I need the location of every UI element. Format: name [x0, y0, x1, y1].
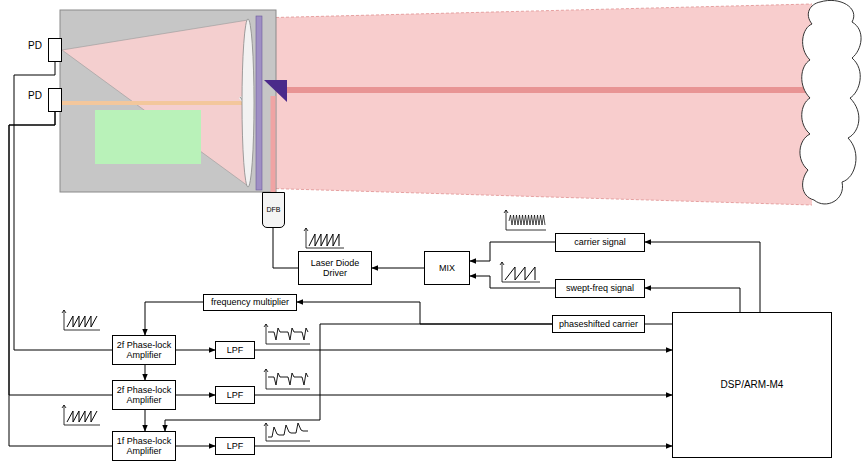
signal-wire	[145, 365, 146, 380]
cone-edge	[62, 50, 248, 186]
axes-icon	[504, 210, 546, 230]
signal-wire	[645, 288, 740, 312]
window-filter	[256, 16, 262, 190]
signal-wire	[145, 302, 203, 335]
reference-beam	[62, 101, 242, 105]
signal-wire	[297, 302, 552, 324]
photodiode: PD	[48, 88, 62, 112]
prism-mirror	[264, 80, 287, 102]
photodiode: PD	[48, 38, 62, 62]
signal-wire	[645, 324, 672, 325]
node-label: PD	[28, 90, 42, 102]
amplifier-box: 2f Phase-lock Amplifier	[112, 335, 176, 365]
node-label: phaseshifted carrier	[559, 319, 638, 329]
node-label: LPF	[227, 345, 244, 355]
beam-edge	[256, 4, 812, 18]
signal-box: phaseshifted carrier	[552, 315, 645, 333]
signal-wire	[645, 242, 760, 312]
signal-wire	[176, 446, 215, 447]
filter-box: LPF	[215, 386, 255, 404]
signal-wire	[273, 228, 298, 268]
signal-wire	[255, 350, 672, 351]
reference-cell	[95, 110, 201, 164]
node-label: DSP/ARM-M4	[721, 379, 784, 391]
sawtooth-wave	[309, 234, 339, 246]
mixer-box: MIX	[424, 251, 470, 285]
laser-diode: DFB	[262, 192, 285, 228]
node-label: LPF	[227, 390, 244, 400]
laser-beam	[256, 4, 812, 205]
signal-wire	[176, 350, 215, 351]
signal-wire	[165, 324, 552, 431]
axes-icon	[500, 262, 540, 282]
collecting-lens	[242, 19, 254, 187]
axes-icon	[62, 310, 100, 330]
second-harmonic-wave	[268, 328, 308, 340]
signal-wire	[470, 242, 555, 261]
node-label: LPF	[227, 441, 244, 451]
laser-beam-vertical	[271, 96, 276, 194]
signal-wire	[9, 112, 112, 395]
signal-box: carrier signal	[555, 233, 645, 252]
axes-icon	[264, 423, 310, 441]
second-harmonic-wave	[268, 373, 308, 385]
amplifier-box: 2f Phase-lock Amplifier	[112, 380, 176, 410]
cone-edge	[62, 20, 248, 50]
signal-wire	[176, 395, 215, 396]
node-label: 2f Phase-lock Amplifier	[116, 385, 172, 406]
carrier-wave	[509, 215, 545, 225]
amplifier-box: 1f Phase-lock Amplifier	[112, 431, 176, 461]
return-light-cone	[62, 20, 248, 186]
signal-wire	[255, 446, 672, 447]
node-label: 2f Phase-lock Amplifier	[116, 340, 172, 361]
sawtooth-wave	[67, 316, 97, 327]
signal-wire	[255, 395, 672, 396]
probe-beam	[284, 87, 812, 93]
multiplier-box: frequency multiplier	[203, 294, 297, 311]
node-label: Laser Diode Driver	[302, 258, 368, 279]
filter-box: LPF	[215, 437, 255, 455]
signal-wire	[470, 276, 555, 288]
beam-edge	[256, 188, 812, 205]
axes-icon	[264, 324, 310, 344]
signal-wire	[14, 62, 112, 350]
axes-icon	[264, 369, 310, 389]
filter-box: LPF	[215, 341, 255, 359]
node-label: swept-freq signal	[566, 283, 634, 293]
axes-icon	[304, 228, 344, 248]
axes-icon	[62, 405, 100, 425]
sawtooth-wave	[67, 411, 97, 422]
signal-wire	[372, 268, 424, 269]
processor-box: DSP/ARM-M4	[672, 312, 832, 458]
sawtooth-wave	[505, 267, 535, 280]
node-label: PD	[28, 40, 42, 52]
sensor-housing	[60, 10, 276, 192]
signal-wire	[9, 112, 112, 446]
node-label: frequency multiplier	[211, 297, 289, 307]
node-label: 1f Phase-lock Amplifier	[116, 436, 172, 457]
driver-box: Laser Diode Driver	[298, 251, 372, 285]
first-harmonic-wave	[268, 423, 308, 437]
node-label: MIX	[439, 263, 455, 273]
node-label: carrier signal	[574, 237, 626, 247]
node-label: DFB	[267, 206, 281, 214]
gas-cloud	[800, 0, 861, 204]
signal-box: swept-freq signal	[555, 279, 645, 298]
signal-wire	[145, 410, 146, 431]
